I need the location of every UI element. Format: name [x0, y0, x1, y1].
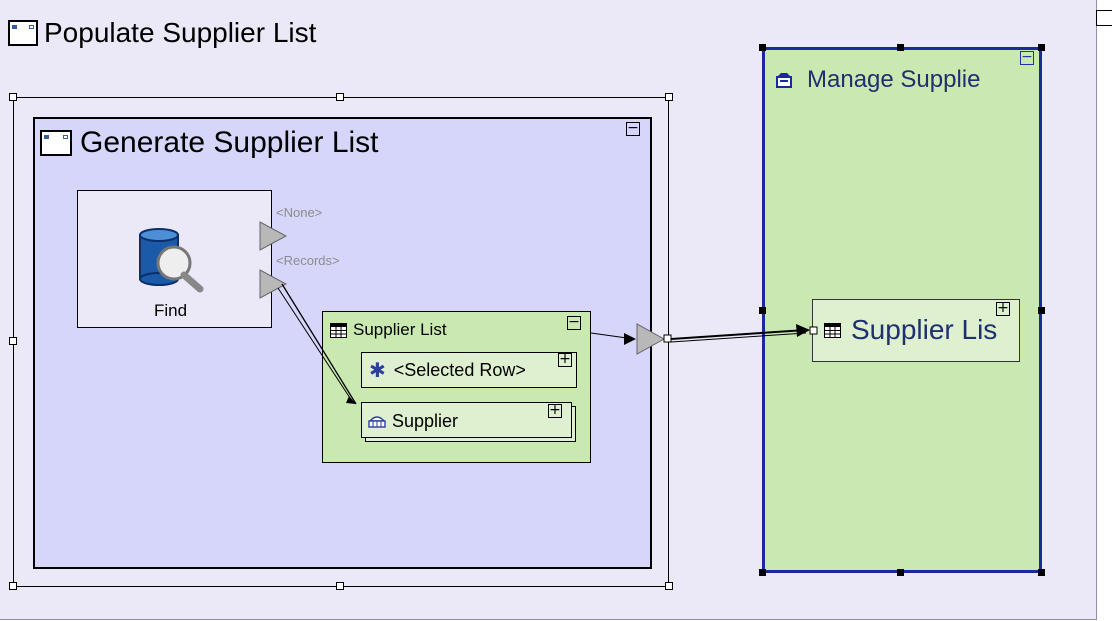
- supplier-list-node-title[interactable]: Supplier List: [330, 319, 447, 341]
- database-search-icon: [139, 228, 204, 293]
- table-icon: [824, 322, 841, 338]
- find-port-none: [259, 221, 288, 251]
- selected-row-item[interactable]: [361, 352, 577, 388]
- frame-icon: [40, 130, 72, 156]
- supplier-list-output-port: [636, 323, 666, 355]
- inner-frame-title-text: Generate Supplier List: [80, 126, 379, 159]
- supplier-row-expand-button[interactable]: +: [548, 402, 562, 418]
- panel-handle-nw[interactable]: [759, 44, 766, 51]
- asterisk-icon: ✱: [369, 358, 386, 382]
- outer-corner-marker: [1096, 10, 1112, 26]
- connector-arrowhead: [346, 396, 356, 404]
- find-port-records-label: <Records>: [276, 253, 340, 268]
- connector-port-to-target: [670, 329, 807, 340]
- entity-icon: [368, 416, 386, 428]
- supplier-list-target-expand-button[interactable]: +: [996, 300, 1010, 316]
- supplier-row-label: Supplier: [392, 410, 459, 431]
- selected-row-expand-button[interactable]: +: [558, 351, 572, 367]
- supplier-list-node-title-text: Supplier List: [353, 320, 447, 339]
- manage-panel-title-text: Manage Supplie: [807, 66, 981, 93]
- selected-row-item-content[interactable]: ✱ <Selected Row>: [369, 357, 569, 383]
- panel-handle-sw[interactable]: [759, 569, 766, 576]
- supplier-list-target-node[interactable]: [812, 299, 1020, 362]
- inner-frame-collapse-button[interactable]: −: [626, 120, 640, 136]
- supplier-list-target-label: Supplier Lis: [851, 314, 998, 345]
- panel-handle-e[interactable]: [1038, 307, 1045, 314]
- find-node-label: Find: [154, 301, 188, 320]
- outer-frame-title[interactable]: Populate Supplier List: [8, 16, 316, 50]
- selection-handle-nw[interactable]: [9, 93, 17, 101]
- folder-icon: [776, 73, 792, 88]
- selection-handle-sw[interactable]: [9, 582, 17, 590]
- connector-port-to-target-2: [670, 332, 807, 343]
- panel-handle-w[interactable]: [759, 307, 766, 314]
- panel-handle-n[interactable]: [897, 44, 904, 51]
- manage-panel-collapse-button[interactable]: −: [1020, 49, 1034, 65]
- manage-panel-title[interactable]: Manage Supplie: [775, 66, 1040, 94]
- find-port-records: [259, 269, 288, 299]
- find-node[interactable]: [77, 190, 272, 328]
- connector-records-to-supplier-2: [277, 287, 351, 399]
- panel-handle-se[interactable]: [1038, 569, 1045, 576]
- target-input-port: [809, 326, 818, 335]
- selection-handle-s[interactable]: [336, 582, 344, 590]
- outer-frame-title-text: Populate Supplier List: [44, 17, 317, 48]
- connector-port-arrowhead: [624, 333, 636, 345]
- selection-handle-n[interactable]: [336, 93, 344, 101]
- supplier-row-item[interactable]: [361, 402, 572, 438]
- supplier-list-target-content[interactable]: Supplier Lis: [824, 312, 1018, 348]
- inner-frame-title[interactable]: Generate Supplier List: [40, 125, 379, 161]
- connector-target-arrowhead: [796, 324, 810, 337]
- supplier-row-item-content[interactable]: Supplier: [368, 409, 458, 433]
- selection-handle-se[interactable]: [665, 582, 673, 590]
- supplier-list-node-collapse-button[interactable]: −: [567, 314, 581, 330]
- selection-handle-ne[interactable]: [665, 93, 673, 101]
- panel-handle-s[interactable]: [897, 569, 904, 576]
- selected-row-label: <Selected Row>: [393, 359, 526, 380]
- frame-icon: [8, 20, 38, 46]
- selection-handle-w[interactable]: [9, 337, 17, 345]
- panel-handle-ne[interactable]: [1038, 44, 1045, 51]
- output-port-handle: [663, 334, 672, 343]
- connector-records-to-supplier: [281, 283, 357, 405]
- table-icon: [330, 322, 347, 338]
- find-port-none-label: <None>: [276, 205, 323, 220]
